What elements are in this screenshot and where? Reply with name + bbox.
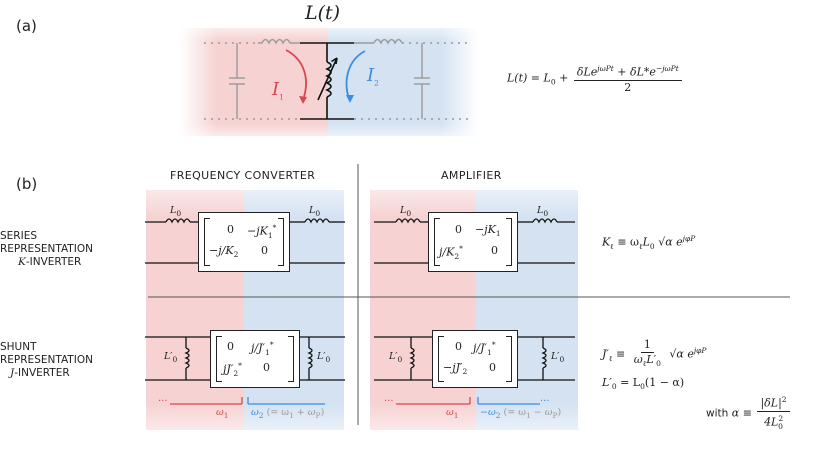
matrix-right-bracket (506, 336, 512, 382)
inductance-title: L(t) (305, 2, 341, 24)
amp-series-l0-left-label: L0 (400, 205, 412, 218)
amp-series-l0-right-label: L0 (537, 205, 549, 218)
inductance-equation: L(t) = L0 + δLejωPt + δL*e−jωPt 2 (507, 63, 684, 94)
amp-omega1-dots: ··· (384, 396, 394, 407)
fc-shunt-circuit (145, 336, 345, 381)
fc-shunt-l0-left-label: L′0 (164, 351, 178, 364)
matrix-right-bracket (288, 336, 294, 382)
l0-prime-equation: L′0 = L0(1 − α) (602, 376, 685, 392)
fc-omega1-bracket (170, 397, 243, 405)
amp-omega2-label: −ω2 (= ω1 − ωP) (480, 407, 562, 420)
fc-omega1-label: ω1 (216, 407, 229, 420)
current-i2-arrowhead (346, 95, 354, 103)
amp-shunt-l0-left-label: L′0 (389, 351, 403, 364)
current-i1-label: I1 (272, 79, 284, 102)
fc-series-circuit (145, 218, 345, 264)
alpha-definition: with α ≡ |δL|2 4L20 (706, 394, 792, 433)
matrix-left-bracket (216, 336, 222, 382)
amp-k-inverter-matrix: 0 −jK1 j/K2* 0 (428, 212, 518, 272)
amp-omega2-bracket (477, 397, 540, 405)
current-i1-arrowhead (299, 96, 307, 104)
current-i2-label: I2 (367, 65, 379, 88)
matrix-right-bracket (506, 218, 512, 266)
matrix-left-bracket (434, 218, 440, 266)
amp-omega1-label: ω1 (446, 407, 459, 420)
panel-b-label: (b) (16, 175, 38, 193)
matrix-right-bracket (278, 218, 284, 266)
fc-j-inverter-matrix: 0 j/J′1* jJ′2* 0 (210, 330, 300, 388)
j-inverter-fraction: 1 ωℓL′0 (633, 338, 661, 369)
k-inverter-equation: Kℓ ≡ ωℓL0 √α ejφP (602, 234, 696, 251)
amp-series-circuit (374, 218, 575, 264)
matrix-left-bracket (438, 336, 444, 382)
fc-omega2-label: ω2 (= ω1 + ωP) (251, 407, 325, 420)
amp-omega1-bracket (396, 397, 471, 405)
current-i1-arrow (285, 49, 307, 101)
fc-series-l0-left-label: L0 (170, 205, 182, 218)
fc-shunt-l0-right-label: L′0 (317, 351, 331, 364)
matrix-left-bracket (204, 218, 210, 266)
panel-a-center-inductor (300, 42, 354, 120)
header-frequency-converter: FREQUENCY CONVERTER (170, 169, 316, 182)
shunt-representation-label: SHUNT REPRESENTATION J-INVERTER (0, 341, 93, 379)
current-i2-arrow (345, 50, 366, 100)
fc-k-inverter-matrix: 0 −jK1* −j/K2 0 (198, 212, 290, 272)
panel-a-label: (a) (16, 17, 37, 35)
amp-j-inverter-matrix: 0 j/J′1* −jJ′2 0 (432, 330, 518, 388)
series-representation-label: SERIES REPRESENTATION K-INVERTER (0, 230, 93, 268)
fc-omega1-dots: ··· (158, 396, 168, 407)
header-amplifier: AMPLIFIER (441, 169, 502, 182)
fc-series-l0-right-label: L0 (309, 205, 321, 218)
fc-omega2-bracket (247, 397, 325, 405)
amp-omega2-dots: ··· (540, 396, 550, 407)
inductance-equation-fraction: δLejωPt + δL*e−jωPt 2 (573, 63, 682, 94)
amp-shunt-circuit (374, 336, 575, 381)
j-inverter-equation: J′ℓ ≡ 1 ωℓL′0 √α ejφP (602, 338, 707, 369)
amp-shunt-l0-right-label: L′0 (551, 351, 565, 364)
alpha-fraction: |δL|2 4L20 (757, 394, 790, 433)
